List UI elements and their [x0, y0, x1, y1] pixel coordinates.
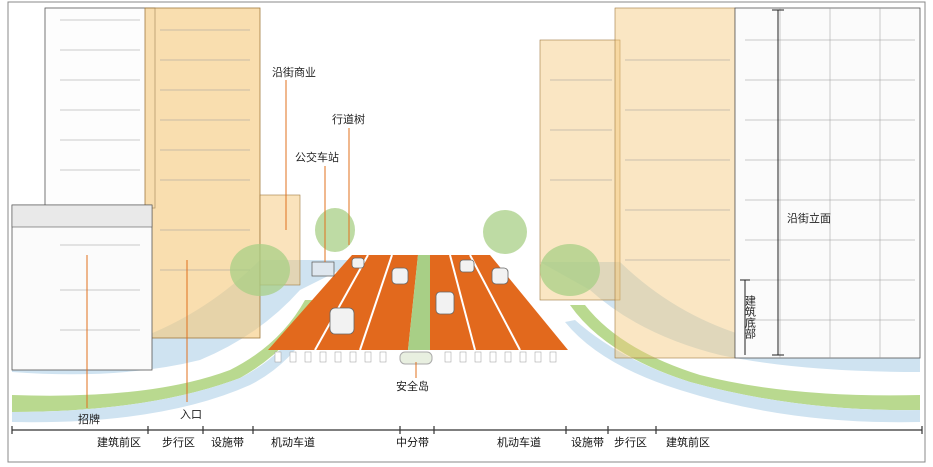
left-buildings	[11, 7, 301, 371]
carriageway	[268, 254, 568, 365]
zone-label: 步行区	[614, 436, 647, 449]
callout-building-base: 建筑底部	[744, 294, 757, 339]
zone-label: 机动车道	[497, 435, 541, 449]
right-buildings	[539, 7, 921, 359]
callout-signboard: 招牌	[78, 412, 100, 426]
trees	[230, 208, 600, 296]
zone-label: 步行区	[162, 436, 195, 449]
median-strip	[408, 255, 430, 350]
zone-label: 中分带	[396, 436, 429, 449]
callout-bus-stop: 公交车站	[295, 150, 339, 164]
right-lanes	[430, 255, 568, 350]
callout-safety-island: 安全岛	[396, 379, 429, 393]
callout-street-trees: 行道树	[332, 112, 365, 126]
zone-label: 建筑前区	[97, 435, 141, 449]
leader-lines	[86, 80, 417, 408]
left-lanes	[268, 255, 418, 350]
bus-stop-shelter	[311, 261, 335, 277]
callout-entrance: 入口	[180, 408, 202, 421]
zone-label: 设施带	[571, 436, 604, 449]
zone-label: 建筑前区	[666, 435, 710, 449]
zone-label: 机动车道	[271, 435, 315, 449]
callout-street-facade: 沿街立面	[787, 211, 831, 225]
zone-ticks	[11, 426, 923, 434]
callout-street-shops: 沿街商业	[272, 65, 316, 79]
zone-label: 设施带	[211, 436, 244, 449]
